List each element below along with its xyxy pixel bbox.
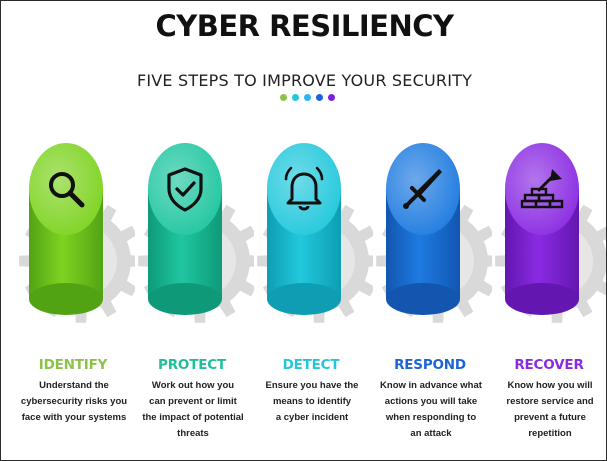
step-art — [495, 143, 606, 323]
description-line: face with your systems — [21, 412, 127, 423]
step-art — [138, 143, 254, 323]
color-dot — [304, 94, 311, 101]
page-subtitle: FIVE STEPS TO IMPROVE YOUR SECURITY — [136, 71, 473, 90]
step-respond: RESPOND Know in advance what actions you w… — [374, 121, 492, 460]
step-description: Know in advance what actions you will tak… — [376, 378, 486, 442]
description-line: Work out how you — [151, 380, 235, 391]
description-line: cybersecurity risks you — [20, 396, 128, 407]
color-dot — [292, 94, 299, 101]
description-line: a cyber incident — [275, 412, 349, 423]
step-title: RESPOND — [394, 357, 466, 373]
sword-icon — [399, 165, 447, 213]
description-line: repetition — [528, 428, 572, 439]
magnifier-icon — [42, 165, 90, 213]
description-line: can prevent or limit — [149, 396, 237, 407]
step-art — [19, 143, 135, 323]
description-line: Know in advance what — [380, 380, 482, 391]
shield-check-icon — [161, 165, 209, 213]
description-line: Ensure you have the — [265, 380, 359, 391]
description-line: restore service and — [506, 396, 594, 407]
step-protect: PROTECT Work out how you can prevent or li… — [136, 121, 254, 460]
description-line: actions you will take — [384, 396, 478, 407]
description-line: means to identify — [272, 396, 352, 407]
step-identify: IDENTIFY Understand the cybersecurity risk… — [17, 121, 135, 460]
description-line: threats — [177, 428, 209, 439]
step-recover: RECOVER Know how you will restore service … — [493, 121, 606, 460]
page-title: CYBER RESILIENCY — [155, 9, 454, 43]
step-art — [376, 143, 492, 323]
bell-icon — [280, 165, 328, 213]
step-description: Ensure you have the means to identify a cy… — [257, 378, 367, 426]
trowel-bricks-icon — [518, 165, 566, 213]
step-title: RECOVER — [514, 357, 584, 373]
step-description: Work out how you can prevent or limit the … — [138, 378, 248, 442]
color-dot — [328, 94, 335, 101]
description-line: prevent a future — [514, 412, 586, 423]
description-line: an attack — [410, 428, 452, 439]
step-title: IDENTIFY — [38, 357, 108, 373]
description-line: when responding to — [385, 412, 477, 423]
step-title: PROTECT — [158, 357, 226, 373]
step-description: Understand the cybersecurity risks you fac… — [19, 378, 129, 426]
step-detect: DETECT Ensure you have the means to identi… — [255, 121, 373, 460]
color-dot — [280, 94, 287, 101]
step-description: Know how you will restore service and prev… — [495, 378, 605, 442]
step-art — [257, 143, 373, 323]
step-title: DETECT — [282, 357, 340, 373]
description-line: Understand the — [39, 380, 109, 391]
description-line: the impact of potential — [142, 412, 244, 423]
color-dot — [316, 94, 323, 101]
description-line: Know how you will — [507, 380, 593, 391]
